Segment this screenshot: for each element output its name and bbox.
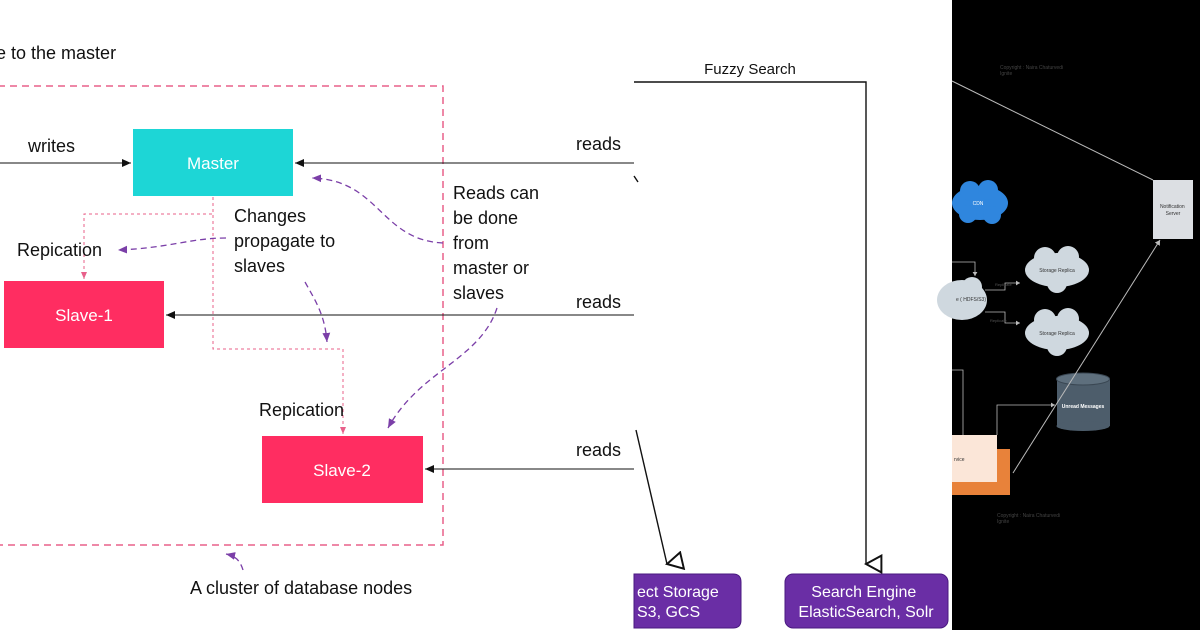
svg-text:Storage Replica: Storage Replica xyxy=(1039,331,1075,337)
svg-text:Ignite: Ignite xyxy=(1000,71,1012,77)
unread-messages-db xyxy=(1056,372,1110,431)
svg-text:e ( HDFS/S3): e ( HDFS/S3) xyxy=(956,297,986,303)
replication-diagram: e to the master Master Slave-1 Slave-2 w… xyxy=(0,43,634,598)
object-storage-arrow xyxy=(635,429,667,564)
reads-label-3: reads xyxy=(576,440,621,460)
object-storage-label: ect Storage S3, GCS xyxy=(637,584,723,621)
svg-text:rvice: rvice xyxy=(954,457,965,463)
svg-text:Storage Replica: Storage Replica xyxy=(1039,268,1075,274)
copyright-top: Copyright : Naira Chaturvedi xyxy=(1000,65,1063,71)
replication-label-2: Repication xyxy=(259,400,344,420)
slave-1-label: Slave-1 xyxy=(55,306,113,325)
annotation-arrows xyxy=(117,174,498,571)
storage-replica-cloud-2 xyxy=(1025,308,1089,356)
storage-cloud xyxy=(937,277,987,320)
connection-line xyxy=(951,80,1154,181)
search-engine-box xyxy=(784,573,949,629)
slave-2-node xyxy=(262,436,423,503)
fuzzy-search-label: Fuzzy Search xyxy=(704,61,796,78)
top-caption: e to the master xyxy=(0,43,116,63)
service-box xyxy=(952,435,997,482)
replication-label-1: Repication xyxy=(17,240,102,260)
object-storage-box xyxy=(633,573,742,629)
slave-1-node xyxy=(4,281,164,348)
replication-line-2 xyxy=(212,197,346,434)
master-label: Master xyxy=(187,154,239,173)
notification-server xyxy=(1153,180,1193,239)
slave-2-label: Slave-2 xyxy=(313,461,371,480)
cdn-cloud xyxy=(952,180,1008,224)
svg-text:CDN: CDN xyxy=(973,201,984,207)
storage-replica-cloud-1 xyxy=(1025,246,1089,293)
notification-line xyxy=(1012,239,1161,474)
master-node xyxy=(133,129,293,196)
writes-label: writes xyxy=(27,136,75,156)
notification-server-label: Notification Server xyxy=(1160,204,1186,217)
changes-note: Changes propagate to slaves xyxy=(234,206,340,276)
svg-text:Replicate: Replicate xyxy=(990,318,1007,323)
reads-label-1: reads xyxy=(576,134,621,154)
svg-text:Ignite: Ignite xyxy=(997,519,1009,525)
chat-architecture-diagram: Copyright : Naira Chaturvedi Ignite Noti… xyxy=(937,0,1200,630)
svg-text:Replicate: Replicate xyxy=(995,282,1012,287)
reads-note: Reads can be done from master or slaves xyxy=(453,183,544,303)
replication-line-1 xyxy=(81,197,214,279)
search-engine-label: Search Engine ElasticSearch, Solr xyxy=(798,584,934,621)
search-diagram: Fuzzy Search ect Storage S3, GCS Search … xyxy=(633,0,952,630)
svg-text:Unread Messages: Unread Messages xyxy=(1062,404,1105,410)
reads-label-2: reads xyxy=(576,292,621,312)
fuzzy-search-arrow xyxy=(634,81,866,564)
cluster-caption: A cluster of database nodes xyxy=(190,578,412,598)
copyright-bottom: Copyright : Naira Chaturvedi xyxy=(997,513,1060,519)
